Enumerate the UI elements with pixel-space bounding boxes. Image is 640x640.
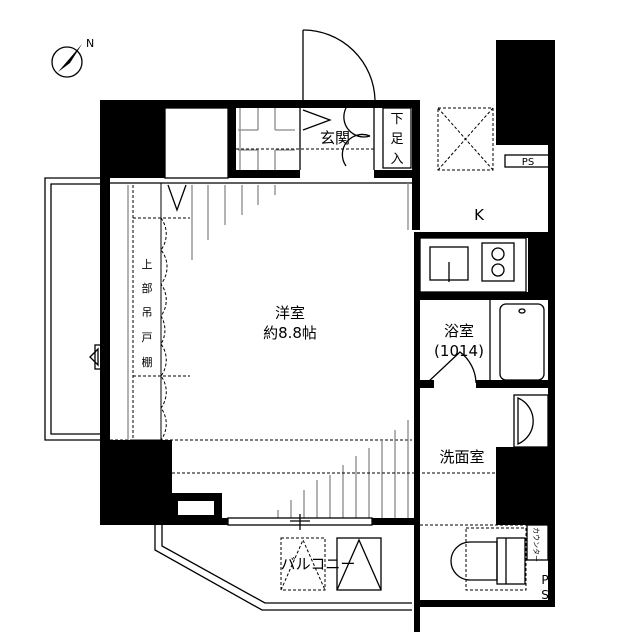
ps-bottom-label-1: P: [541, 573, 548, 587]
balcony-label: バルコニー: [281, 555, 356, 573]
kitchen-label: K: [474, 206, 485, 224]
ps-top-label: PS: [522, 157, 534, 168]
balcony: バルコニー: [154, 525, 412, 611]
entrance-label: 玄関: [320, 129, 350, 147]
cabinet-label-3: 吊: [142, 306, 153, 319]
ceiling-slope-lines: [127, 185, 409, 518]
bathroom-label: 浴室: [444, 322, 474, 340]
washroom-label: 洗面室: [439, 448, 484, 466]
bathtub: [499, 303, 545, 381]
bathroom-size: (1014): [434, 342, 484, 360]
western-room-size: 約8.8帖: [263, 324, 317, 342]
toilet: [450, 527, 527, 591]
compass-icon: N: [51, 37, 94, 78]
cabinet-label-5: 棚: [142, 355, 153, 369]
bathroom-door: [426, 351, 477, 384]
shoe-box-label-2: 足: [390, 132, 403, 147]
cabinet-label-2: 部: [142, 281, 153, 295]
walls: [100, 40, 555, 632]
wash-basin: [517, 397, 534, 445]
window-left: [94, 344, 103, 370]
front-door: [302, 29, 376, 101]
cabinet-label-1: 上: [142, 258, 153, 271]
fridge-space: [437, 107, 494, 171]
upper-cabinet: 上 部 吊 戸 棚: [132, 182, 190, 441]
compass-north-label: N: [86, 37, 94, 50]
counter-label: カウンター: [532, 527, 541, 562]
kitchen-counter: [419, 237, 527, 293]
ps-bottom-label-2: S: [541, 588, 549, 602]
western-room-label: 洋室: [275, 304, 305, 322]
cabinet-label-4: 戸: [142, 331, 153, 344]
shoe-box-label-3: 入: [390, 152, 403, 167]
shoe-box-label-1: 下: [390, 112, 403, 127]
entrance-area: 玄関 下 足 入: [236, 107, 412, 170]
